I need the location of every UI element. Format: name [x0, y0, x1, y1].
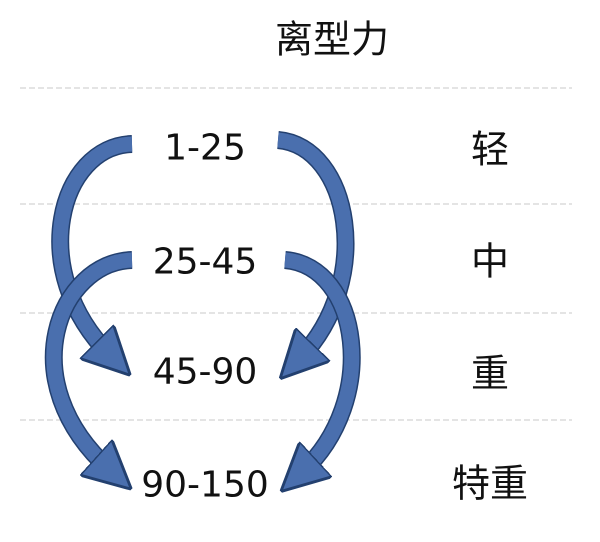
range-label: 45-90	[152, 351, 258, 393]
arrow-25-45-to-90-150	[44, 251, 132, 470]
range-label: 90-150	[141, 464, 269, 506]
range-label: 25-45	[152, 241, 258, 283]
level-label: 特重	[451, 461, 529, 506]
diagram-title: 离型力	[274, 17, 390, 62]
arrow-25-45-to-90-150-right	[285, 251, 361, 472]
arrow-1-25-to-45-90	[51, 135, 133, 355]
level-label: 中	[470, 239, 510, 284]
arrow-1-25-to-45-90-right	[276, 131, 355, 358]
range-label: 1-25	[164, 127, 246, 169]
level-label: 重	[470, 351, 510, 396]
level-label: 轻	[470, 127, 510, 172]
